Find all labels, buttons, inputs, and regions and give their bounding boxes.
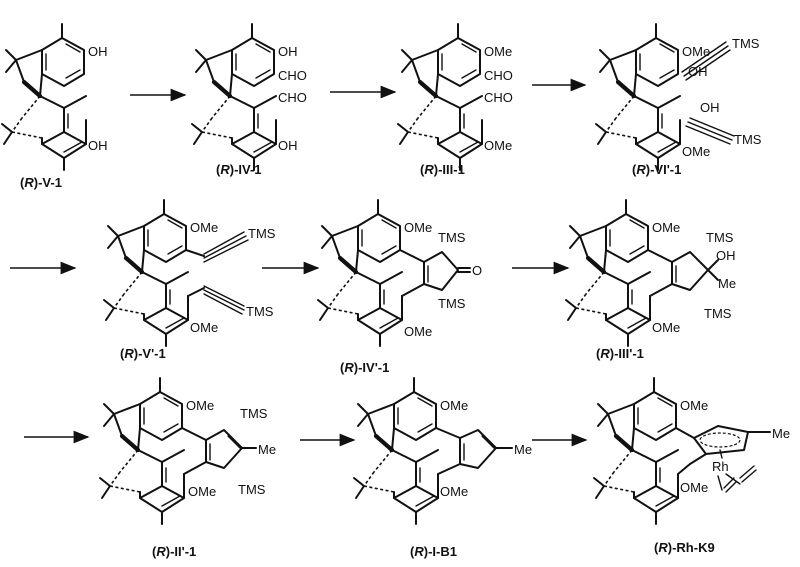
compound-label: (R)-V-1 xyxy=(20,175,62,190)
me-label: Me xyxy=(514,442,532,457)
ethylene-ligand xyxy=(717,475,737,493)
compound-label: (R)-I-B1 xyxy=(410,544,457,559)
compound-iii-1: OMe CHO CHO OMe xyxy=(398,23,513,171)
tms-label: TMS xyxy=(732,36,760,51)
compound-label: (R)-V'-1 xyxy=(120,346,166,361)
compound-label: (R)-VI'-1 xyxy=(632,162,681,177)
cho-label: CHO xyxy=(484,90,513,105)
oh-label: OH xyxy=(88,138,108,153)
tms-label: TMS xyxy=(240,406,268,421)
oh-label: OH xyxy=(716,248,736,263)
oh-label: OH xyxy=(278,138,298,153)
ome-label: OMe xyxy=(680,480,708,495)
ome-label: OMe xyxy=(404,220,432,235)
compound-iv-1: OH CHO CHO OH xyxy=(192,23,307,171)
tms-label: TMS xyxy=(734,132,762,147)
compound-v-1: OH OH xyxy=(2,23,108,171)
compound-label: (R)-IV-1 xyxy=(216,162,262,177)
tms-label: TMS xyxy=(706,230,734,245)
compound-label: (R)-Rh-K9 xyxy=(654,540,715,555)
ome-label: OMe xyxy=(682,44,710,59)
compound-i-b1: OMe Me OMe xyxy=(354,377,532,525)
cho-label: CHO xyxy=(278,90,307,105)
compound-v-prime-1: OMe TMS TMS OMe xyxy=(104,199,276,347)
cho-label: CHO xyxy=(278,68,307,83)
alkyne-bond xyxy=(203,285,245,315)
ome-label: OMe xyxy=(188,484,216,499)
alkyne-bond xyxy=(203,231,249,263)
compound-vi-prime-1: OMe TMS OH OH TMS OMe xyxy=(596,23,762,171)
compound-label: (R)-IV'-1 xyxy=(340,360,389,375)
ome-label: OMe xyxy=(190,220,218,235)
tms-label: TMS xyxy=(246,304,274,319)
tms-label: TMS xyxy=(238,482,266,497)
me-label: Me xyxy=(718,276,736,291)
compound-iii-prime-1: OMe OH Me TMS TMS OMe xyxy=(566,199,736,347)
compound-label: (R)-III-1 xyxy=(420,162,465,177)
ome-label: OMe xyxy=(186,398,214,413)
ome-label: OMe xyxy=(682,144,710,159)
tms-label: TMS xyxy=(438,296,466,311)
cho-label: CHO xyxy=(484,68,513,83)
me-label: Me xyxy=(258,442,276,457)
compound-rh-k9: OMe Me Rh OMe xyxy=(594,377,790,525)
tms-label: TMS xyxy=(438,230,466,245)
ome-label: OMe xyxy=(652,220,680,235)
rh-label: Rh xyxy=(712,459,729,474)
oh-label: OH xyxy=(700,100,720,115)
oh-label: OH xyxy=(88,44,108,59)
ome-label: OMe xyxy=(440,484,468,499)
me-label: Me xyxy=(772,426,790,441)
ome-label: OMe xyxy=(404,324,432,339)
ome-label: OMe xyxy=(680,398,708,413)
tms-label: TMS xyxy=(704,306,732,321)
compound-label: (R)-II'-1 xyxy=(152,544,196,559)
alkyne-bond xyxy=(685,117,735,145)
compound-label: (R)-III'-1 xyxy=(596,346,644,361)
alkyne-bond xyxy=(681,41,731,81)
tms-label: TMS xyxy=(248,226,276,241)
ome-label: OMe xyxy=(652,320,680,335)
oh-label: OH xyxy=(278,44,298,59)
ome-label: OMe xyxy=(440,398,468,413)
compound-iv-prime-1: OMe O TMS TMS OMe xyxy=(318,199,482,347)
ome-label: OMe xyxy=(484,44,512,59)
oh-label: OH xyxy=(688,64,708,79)
ome-label: OMe xyxy=(190,320,218,335)
compound-ii-prime-1: OMe Me TMS TMS OMe xyxy=(100,377,276,525)
o-label: O xyxy=(472,263,482,278)
ome-label: OMe xyxy=(484,138,512,153)
